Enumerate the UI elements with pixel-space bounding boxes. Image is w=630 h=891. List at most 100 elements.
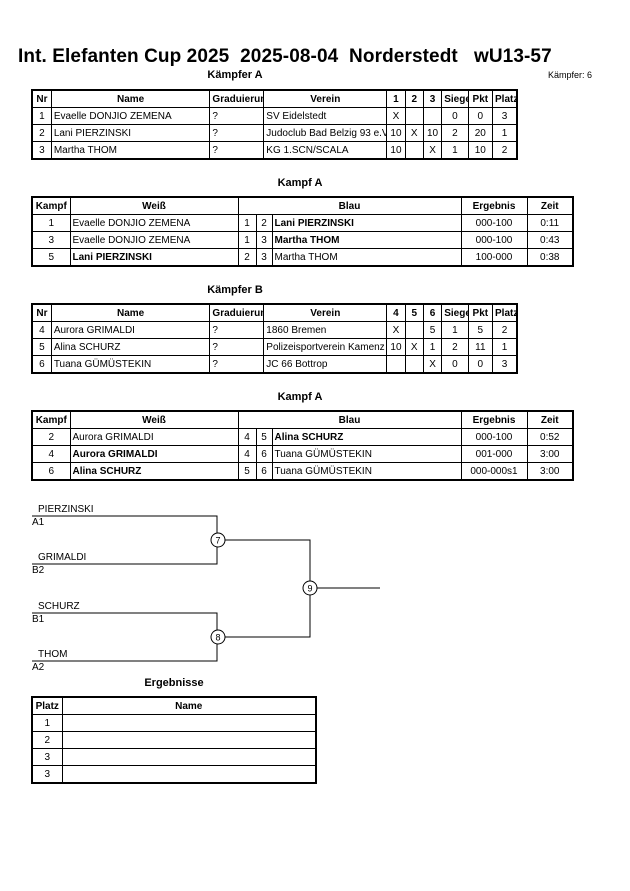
col-verein: Verein (263, 303, 388, 322)
bracket-slot-2-seed: B2 (32, 565, 45, 576)
fighter-round-result (404, 107, 424, 125)
fights-a-title: Kampf A (277, 177, 323, 189)
col-kampf: Kampf (31, 196, 71, 215)
col-blau: Blau (237, 410, 462, 429)
col-graduierung: Graduierung (209, 89, 265, 108)
col-name: Name (50, 89, 211, 108)
col-platz: Platz (31, 696, 63, 715)
col-verein: Verein (263, 89, 388, 108)
fighter-round-result: X (386, 321, 406, 339)
fighter-verein: SV Eidelstedt (263, 107, 388, 125)
fight-white-nr: 4 (237, 428, 257, 446)
pool-a-table: Nr Name Graduierung Verein 1 2 3 Siege P… (31, 89, 518, 160)
bracket-slot-2-name: GRIMALDI (38, 552, 86, 563)
fighter-platz: 1 (492, 124, 518, 142)
result-platz: 1 (31, 714, 63, 732)
fight-result: 000-000s1 (460, 462, 528, 481)
fighter-platz: 2 (492, 141, 518, 160)
fight-blue-nr: 3 (255, 248, 273, 267)
col-name: Name (61, 696, 317, 715)
result-row: 3 (31, 748, 317, 766)
col-round-4: 4 (386, 303, 406, 322)
fight-time: 3:00 (526, 445, 574, 463)
result-row: 2 (31, 731, 317, 749)
fighter-round-result (422, 107, 443, 125)
fighter-round-result: 10 (386, 124, 406, 142)
fight-7-number: 7 (215, 536, 220, 546)
fight-time: 0:11 (526, 214, 574, 232)
fighter-nr: 1 (31, 107, 52, 125)
fight-result: 001-000 (460, 445, 528, 463)
fight-blue-fighter: Tuana GÜMÜSTEKIN (271, 462, 462, 481)
fight-7-circle (210, 532, 226, 548)
fighter-nr: 6 (31, 355, 52, 374)
col-ergebnis: Ergebnis (460, 410, 528, 429)
fighter-round-result (404, 355, 424, 374)
fighter-graduierung: ? (209, 141, 265, 160)
fighter-graduierung: ? (209, 338, 265, 356)
fighter-round-result (404, 321, 424, 339)
fight-8-number: 8 (215, 633, 220, 643)
col-graduierung: Graduierung (209, 303, 265, 322)
fight-time: 0:52 (526, 428, 574, 446)
col-siege: Siege (441, 89, 469, 108)
fight-blue-fighter: Martha THOM (271, 231, 462, 249)
fighter-nr: 5 (31, 338, 52, 356)
col-nr: Nr (31, 303, 52, 322)
fighter-verein: Polizeisportverein Kamenz e.V. (263, 338, 388, 356)
fighter-round-result: 1 (422, 338, 443, 356)
fight-9-circle (302, 580, 318, 596)
fighter-round-result: X (404, 338, 424, 356)
col-nr: Nr (31, 89, 52, 108)
fights-a-header-row: Kampf Weiß Blau Ergebnis Zeit (31, 196, 574, 215)
result-platz: 3 (31, 748, 63, 766)
pool-a-title: Kämpfer A (207, 69, 263, 81)
pool-b-header-row: Nr Name Graduierung Verein 4 5 6 Siege P… (31, 303, 518, 322)
bracket-slot-3-name: SCHURZ (38, 601, 80, 612)
col-blau: Blau (237, 196, 462, 215)
fighter-nr: 2 (31, 124, 52, 142)
fight-8-circle (210, 629, 226, 645)
fight-9-number: 9 (307, 584, 312, 594)
fighter-platz: 1 (492, 338, 518, 356)
fighter-name: Aurora GRIMALDI (50, 321, 211, 339)
fighter-name: Lani PIERZINSKI (50, 124, 211, 142)
col-siege: Siege (441, 303, 469, 322)
fight-blue-fighter: Lani PIERZINSKI (271, 214, 462, 232)
col-pkt: Pkt (467, 89, 494, 108)
fighter-round-result: X (386, 107, 406, 125)
col-zeit: Zeit (526, 410, 574, 429)
fight-number: 3 (31, 231, 71, 249)
bracket-slot-1-seed: A1 (32, 517, 45, 528)
fighter-round-result: 5 (422, 321, 443, 339)
fighter-verein: KG 1.SCN/SCALA (263, 141, 388, 160)
fight-white-fighter: Aurora GRIMALDI (69, 445, 239, 463)
fighter-pkt: 0 (467, 107, 494, 125)
fights-b-header-row: Kampf Weiß Blau Ergebnis Zeit (31, 410, 574, 429)
col-kampf: Kampf (31, 410, 71, 429)
result-platz: 3 (31, 765, 63, 784)
fight-number: 4 (31, 445, 71, 463)
fighter-name: Evaelle DONJIO ZEMENA (50, 107, 211, 125)
fight-white-fighter: Lani PIERZINSKI (69, 248, 239, 267)
fight-result: 000-100 (460, 231, 528, 249)
fighter-graduierung: ? (209, 124, 265, 142)
bracket-slot-3-seed: B1 (32, 614, 45, 625)
fight-number: 2 (31, 428, 71, 446)
fighter-verein: 1860 Bremen (263, 321, 388, 339)
fighter-pkt: 10 (467, 141, 494, 160)
fighter-siege: 1 (441, 321, 469, 339)
fight-white-fighter: Evaelle DONJIO ZEMENA (69, 214, 239, 232)
col-round-1: 1 (386, 89, 406, 108)
fight-time: 3:00 (526, 462, 574, 481)
result-name (61, 714, 317, 732)
col-round-6: 6 (422, 303, 443, 322)
col-round-3: 3 (422, 89, 443, 108)
